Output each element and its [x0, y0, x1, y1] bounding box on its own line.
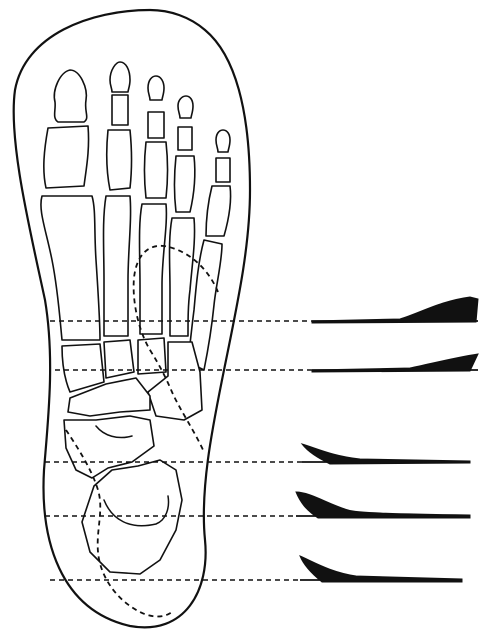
big-toe-proximal-phalanx	[44, 126, 89, 188]
third-metatarsal	[140, 204, 167, 334]
calcaneus	[82, 460, 182, 574]
pressure-profile-5	[300, 556, 462, 582]
third-toe-distal-phalanx	[148, 76, 164, 100]
second-toe-middle-phalanx	[112, 95, 128, 125]
pressure-profile-4	[296, 492, 470, 518]
fourth-toe-proximal-phalanx	[175, 156, 195, 212]
fourth-toe-middle-phalanx	[178, 127, 192, 150]
big-toe-distal-phalanx	[54, 70, 86, 122]
second-metatarsal	[104, 196, 131, 336]
fourth-metatarsal	[170, 218, 195, 336]
intermediate-cuneiform	[104, 340, 134, 378]
third-toe-middle-phalanx	[148, 112, 164, 138]
fifth-toe-middle-phalanx	[216, 158, 230, 182]
third-toe-proximal-phalanx	[145, 142, 168, 198]
second-toe-distal-phalanx	[110, 62, 130, 92]
pressure-profile-1	[312, 297, 478, 323]
pressure-profile-3	[302, 444, 470, 464]
second-toe-proximal-phalanx	[107, 130, 132, 190]
first-metatarsal	[41, 196, 100, 340]
fifth-toe-proximal-phalanx	[206, 186, 231, 236]
pressure-profile-2	[312, 354, 478, 372]
fifth-toe-distal-phalanx	[216, 130, 230, 152]
medial-cuneiform	[62, 344, 104, 392]
fourth-toe-distal-phalanx	[178, 96, 193, 118]
metatarsals-group	[41, 196, 222, 370]
